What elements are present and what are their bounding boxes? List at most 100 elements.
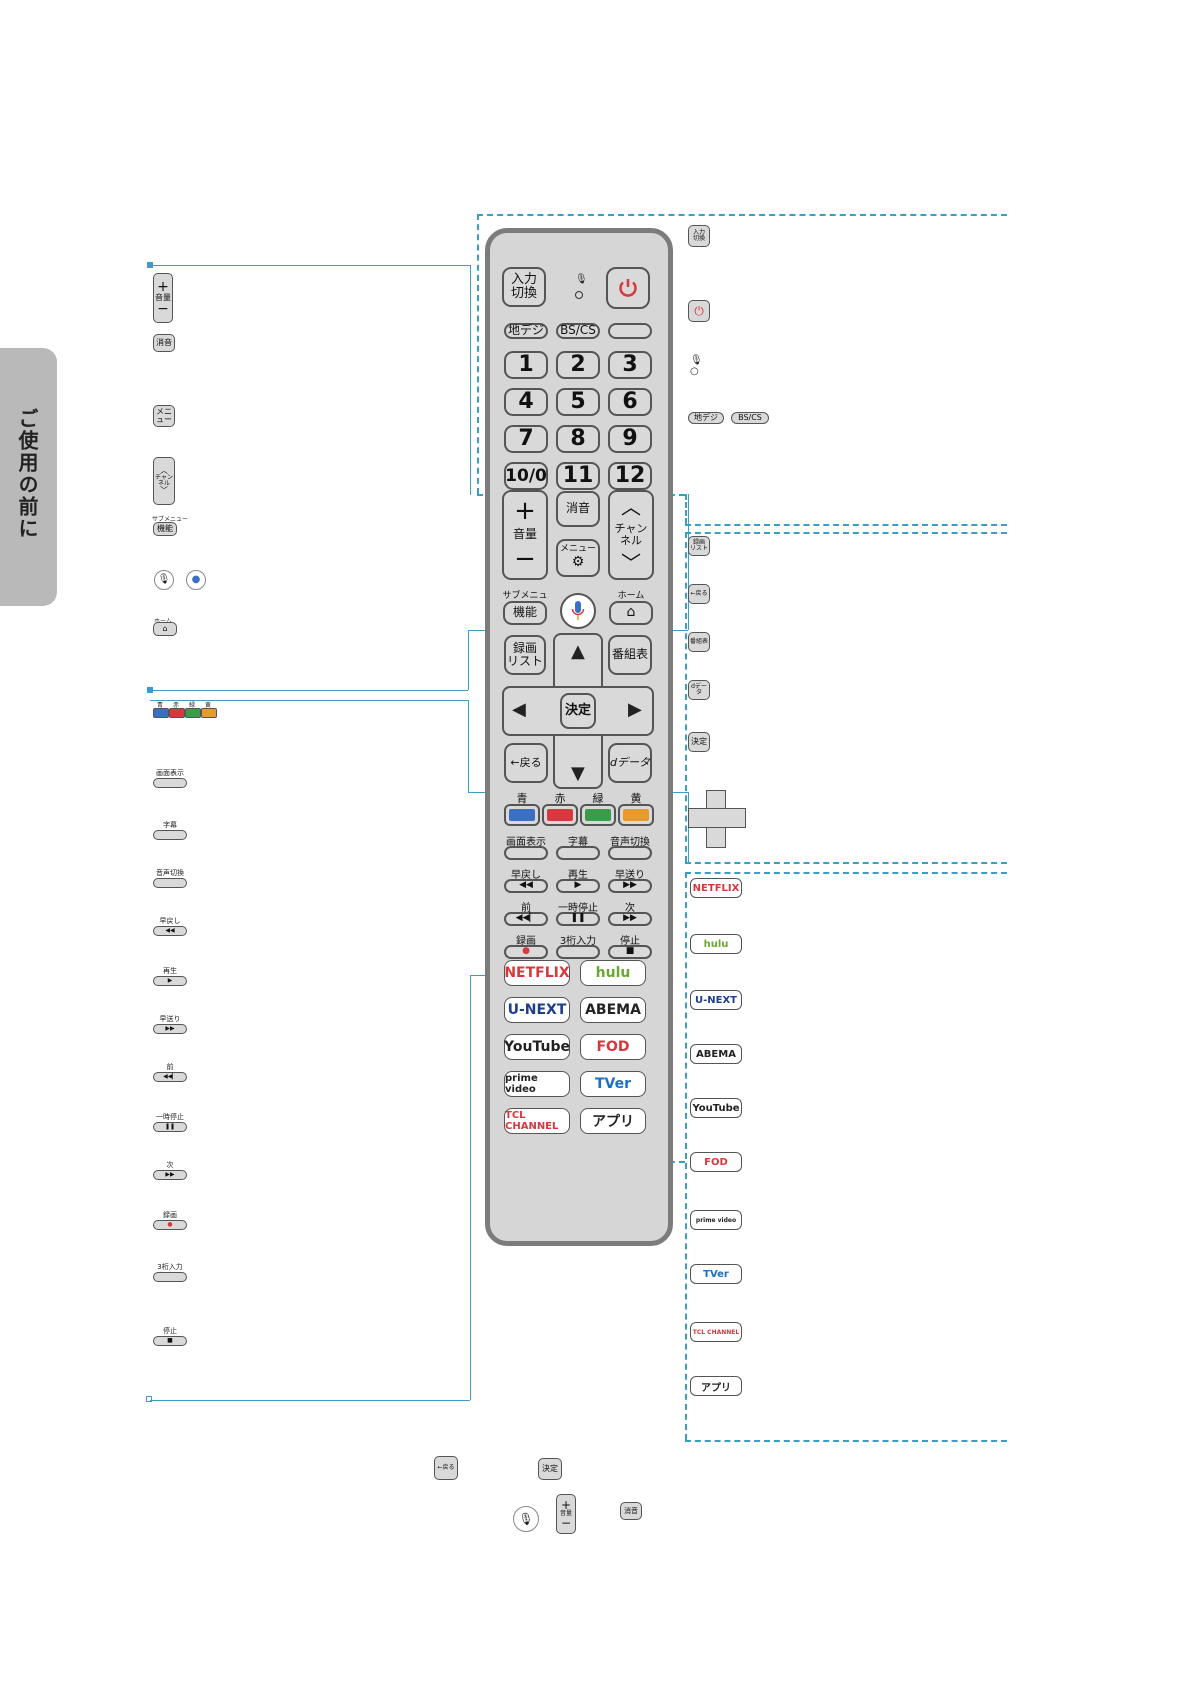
color-swatch — [585, 809, 611, 821]
stop-mini-label: 停止 — [163, 1327, 177, 1335]
volume-rocker[interactable]: + 音量 − — [502, 490, 548, 580]
app-button-u-next[interactable]: U-NEXT — [504, 997, 570, 1023]
input-button[interactable]: 入力 切換 — [502, 267, 546, 307]
number-button-11[interactable]: 11 — [556, 462, 600, 490]
function-label: 再生 — [568, 870, 588, 881]
data-mini-icon: dデータ — [688, 680, 710, 700]
function-label: 音声切換 — [610, 837, 650, 848]
function-label: 字幕 — [568, 837, 588, 848]
app-mini-icon-netflix: NETFLIX — [690, 878, 742, 898]
section-tab[interactable]: ご使用の前に — [0, 348, 57, 606]
data-button[interactable]: dデータ — [608, 743, 652, 783]
number-button-4[interactable]: 4 — [504, 388, 548, 416]
home-icon: ⌂ — [626, 604, 636, 621]
number-button-8[interactable]: 8 — [556, 425, 600, 453]
number-button-1[interactable]: 1 — [504, 351, 548, 379]
callout-line — [468, 700, 469, 792]
recording-list-button[interactable]: 録画 リスト — [504, 635, 546, 675]
app-button-アプリ[interactable]: アプリ — [580, 1108, 646, 1134]
color-button[interactable] — [580, 804, 616, 826]
blank-button[interactable] — [608, 323, 652, 339]
chevron-up-icon: ︿ — [621, 494, 641, 519]
bscs-mini-icon: BS/CS — [731, 412, 769, 424]
program-guide-button[interactable]: 番組表 — [608, 635, 652, 675]
color-mini-swatch — [153, 708, 169, 718]
function-button[interactable]: ▶▶ — [608, 912, 652, 926]
app-button-abema[interactable]: ABEMA — [580, 997, 646, 1023]
mute-button[interactable]: 消音 — [556, 491, 600, 527]
home-button[interactable]: ⌂ — [609, 601, 653, 625]
number-button-12[interactable]: 12 — [608, 462, 652, 490]
function-button[interactable]: ▶▶ — [608, 879, 652, 893]
app-button-tver[interactable]: TVer — [580, 1071, 646, 1097]
number-button-10-0[interactable]: 10/0 — [504, 462, 548, 490]
pause-mini-icon: ❚❚ — [153, 1122, 187, 1132]
app-mini-icon-abema: ABEMA — [690, 1044, 742, 1064]
color-button[interactable] — [504, 804, 540, 826]
number-button-5[interactable]: 5 — [556, 388, 600, 416]
app-button-netflix[interactable]: NETFLIX — [504, 960, 570, 986]
rec-mini-label: 録画 — [163, 1211, 177, 1219]
app-button-fod[interactable]: FOD — [580, 1034, 646, 1060]
color-swatch — [547, 809, 573, 821]
app-button-hulu[interactable]: hulu — [580, 960, 646, 986]
chideji-mini-icon: 地デジ — [688, 412, 724, 424]
function-button[interactable] — [556, 846, 600, 860]
guide-line — [685, 524, 1007, 526]
app-button-prime-video[interactable]: prime video — [504, 1071, 570, 1097]
number-button-7[interactable]: 7 — [504, 425, 548, 453]
submenu-mini-icon: 機能 — [153, 522, 177, 536]
function-button[interactable]: ■ — [608, 945, 652, 959]
color-button[interactable] — [542, 804, 578, 826]
channel-rocker[interactable]: ︿ チャンネル ﹀ — [608, 490, 654, 580]
app-button-youtube[interactable]: YouTube — [504, 1034, 570, 1060]
guide-line — [685, 532, 1007, 534]
guide-line — [685, 872, 687, 1440]
stop-mini-icon: ■ — [153, 1336, 187, 1346]
arrow-left-icon[interactable]: ◀ — [512, 699, 526, 720]
number-button-6[interactable]: 6 — [608, 388, 652, 416]
ok-button[interactable]: 決定 — [560, 693, 596, 729]
app-mini-icon-u-next: U-NEXT — [690, 990, 742, 1010]
home-label: ホーム — [617, 591, 645, 601]
guide-mini-icon: 番組表 — [688, 632, 710, 652]
function-button[interactable] — [504, 846, 548, 860]
function-button[interactable]: ● — [504, 945, 548, 959]
back-button[interactable]: ←戻る — [504, 743, 548, 783]
submenu-mini-top: サブメニュー — [152, 516, 189, 523]
function-button[interactable]: ❚❚ — [556, 912, 600, 926]
callout-line — [470, 975, 497, 976]
menu-button[interactable]: メニュー ⚙ — [556, 539, 600, 577]
dpad-mini-icon-h — [688, 808, 746, 828]
number-button-2[interactable]: 2 — [556, 351, 600, 379]
function-button[interactable] — [608, 846, 652, 860]
app-button-tcl-channel[interactable]: TCL CHANNEL — [504, 1108, 570, 1134]
arrow-right-icon[interactable]: ▶ — [628, 699, 642, 720]
volume-bottom-icon: +音量− — [556, 1494, 576, 1534]
chideji-button[interactable]: 地デジ — [504, 323, 548, 339]
prev-mini-icon: ◀◀▏ — [153, 1072, 187, 1082]
submenu-button[interactable]: 機能 — [503, 601, 547, 625]
color-button[interactable] — [618, 804, 654, 826]
function-button[interactable]: ◀◀▏ — [504, 912, 548, 926]
function-button[interactable]: ◀◀ — [504, 879, 548, 893]
arrow-down-icon[interactable]: ▼ — [571, 763, 585, 784]
number-button-9[interactable]: 9 — [608, 425, 652, 453]
function-label: 録画 — [516, 936, 536, 947]
function-button[interactable] — [556, 945, 600, 959]
subtitle-mini-icon — [153, 830, 187, 840]
section-tab-label: ご使用の前に — [15, 408, 39, 540]
arrow-up-icon[interactable]: ▲ — [571, 641, 585, 662]
guide-line — [685, 872, 1007, 874]
voice-button[interactable] — [560, 593, 596, 629]
app-mini-icon-fod: FOD — [690, 1152, 742, 1172]
channel-label: チャンネル — [614, 521, 648, 547]
power-button[interactable] — [606, 267, 650, 309]
function-button[interactable]: ▶ — [556, 879, 600, 893]
callout-dot — [147, 262, 153, 268]
bscs-button[interactable]: BS/CS — [556, 323, 600, 339]
number-button-3[interactable]: 3 — [608, 351, 652, 379]
function-label: 早戻し — [511, 870, 541, 881]
color-mini-swatch — [185, 708, 201, 718]
color-mini-label: 緑 — [188, 702, 195, 709]
